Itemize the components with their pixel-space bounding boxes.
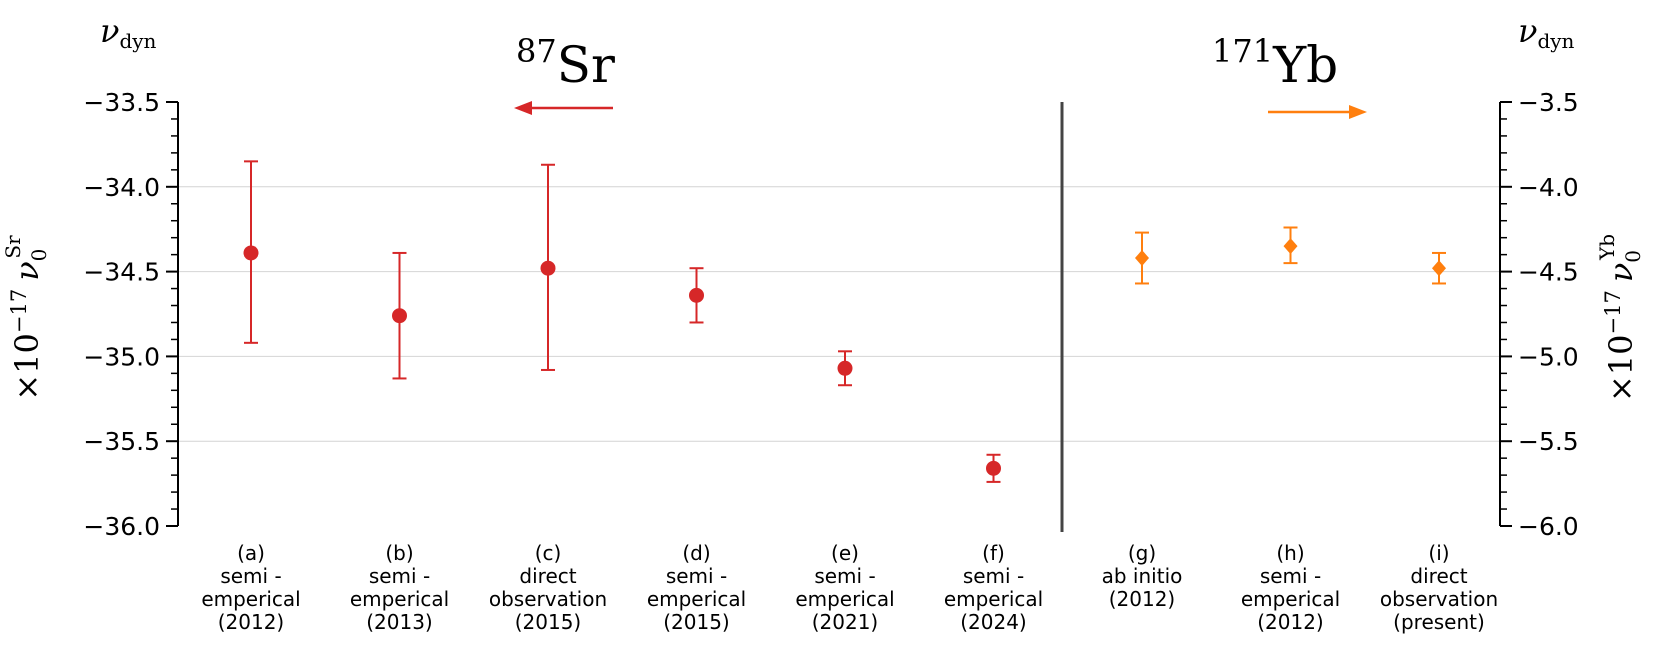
category-label-line: observation bbox=[1380, 587, 1498, 611]
category-label-line: (b) bbox=[385, 541, 413, 565]
data-point bbox=[1432, 251, 1446, 285]
data-points bbox=[243, 160, 1446, 483]
marker-diamond bbox=[1283, 238, 1298, 255]
category-label-line: (2013) bbox=[366, 610, 433, 634]
category-label-line: (2012) bbox=[1257, 610, 1324, 634]
category-label-line: observation bbox=[489, 587, 607, 611]
marker-circle bbox=[392, 308, 407, 324]
marker-diamond bbox=[1432, 260, 1446, 277]
category-label-line: (g) bbox=[1128, 541, 1156, 565]
category-label-line: (2012) bbox=[218, 610, 285, 634]
category-label-line: emperical bbox=[350, 587, 449, 611]
category-label: (g)ab initio(2012) bbox=[1102, 541, 1183, 611]
data-point bbox=[1135, 231, 1149, 285]
category-label-line: (2015) bbox=[515, 610, 582, 634]
category-label-line: emperical bbox=[1241, 587, 1340, 611]
category-label-line: (i) bbox=[1428, 541, 1449, 565]
category-label-line: (a) bbox=[237, 541, 265, 565]
category-label-line: (e) bbox=[831, 541, 859, 565]
category-label-line: emperical bbox=[944, 587, 1043, 611]
data-point bbox=[689, 267, 704, 324]
marker-circle bbox=[837, 360, 853, 376]
data-point bbox=[243, 160, 259, 344]
category-label-line: semi - bbox=[963, 564, 1024, 588]
category-label-line: ab initio bbox=[1102, 564, 1183, 588]
yb-right-arrow bbox=[1268, 105, 1367, 119]
category-label-line: semi - bbox=[666, 564, 727, 588]
tick-label: −4.5 bbox=[1518, 258, 1579, 287]
category-label-line: semi - bbox=[369, 564, 430, 588]
tick-label: −33.5 bbox=[83, 88, 160, 117]
marker-circle bbox=[689, 287, 704, 303]
category-label-line: (2024) bbox=[960, 610, 1027, 634]
category-label: (h)semi -emperical(2012) bbox=[1241, 541, 1340, 634]
category-label-line: semi - bbox=[220, 564, 281, 588]
category-label-line: direct bbox=[519, 564, 576, 588]
category-label-line: (2015) bbox=[663, 610, 730, 634]
category-labels: (a)semi -emperical(2012)(b)semi -emperic… bbox=[201, 541, 1498, 634]
yb-group-title: 171Yb bbox=[1212, 32, 1338, 94]
tick-label: −34.5 bbox=[83, 258, 160, 287]
marker-circle bbox=[986, 460, 1001, 476]
tick-label: −34.0 bbox=[83, 173, 160, 202]
category-label: (b)semi -emperical(2013) bbox=[350, 541, 449, 634]
category-label-line: (d) bbox=[682, 541, 710, 565]
left-top-label: νdyn bbox=[100, 12, 157, 53]
tick-label: −4.0 bbox=[1518, 173, 1579, 202]
data-point bbox=[392, 251, 407, 380]
category-label-line: (2021) bbox=[812, 610, 879, 634]
tick-label: −36.0 bbox=[83, 512, 160, 541]
right-top-label: νdyn bbox=[1518, 12, 1575, 53]
right-axis: −3.5 −4.0 −4.5 −5.0 −5.5 −6.0 bbox=[1499, 88, 1579, 541]
category-label-line: (present) bbox=[1393, 610, 1485, 634]
category-label-line: (f) bbox=[982, 541, 1005, 565]
tick-label: −35.0 bbox=[83, 342, 160, 371]
tick-label: −6.0 bbox=[1518, 512, 1579, 541]
category-label-line: direct bbox=[1410, 564, 1467, 588]
data-point bbox=[986, 453, 1001, 483]
category-label: (f)semi -emperical(2024) bbox=[944, 541, 1043, 634]
grid bbox=[178, 186, 1500, 442]
category-label-line: semi - bbox=[1260, 564, 1321, 588]
category-label-line: (h) bbox=[1276, 541, 1304, 565]
category-label: (a)semi -emperical(2012) bbox=[201, 541, 300, 634]
tick-label: −5.0 bbox=[1518, 342, 1579, 371]
category-label-line: emperical bbox=[647, 587, 746, 611]
category-label-line: emperical bbox=[795, 587, 894, 611]
tick-label: −35.5 bbox=[83, 427, 160, 456]
data-point bbox=[837, 350, 853, 387]
category-label-line: (c) bbox=[535, 541, 562, 565]
category-label: (e)semi -emperical(2021) bbox=[795, 541, 894, 634]
marker-circle bbox=[540, 260, 556, 276]
tick-label: −3.5 bbox=[1518, 88, 1579, 117]
sr-left-arrow bbox=[514, 101, 613, 115]
marker-circle bbox=[243, 245, 259, 261]
category-label-line: semi - bbox=[814, 564, 875, 588]
category-label-line: (2012) bbox=[1109, 587, 1176, 611]
data-point bbox=[1283, 226, 1298, 265]
category-label-line: emperical bbox=[201, 587, 300, 611]
sr-group-title: 87Sr bbox=[516, 32, 615, 94]
left-axis-label: ×10−17ν0Sr bbox=[1, 235, 51, 401]
marker-diamond bbox=[1135, 250, 1149, 267]
right-axis-label: ×10−17ν0Yb bbox=[1595, 234, 1645, 402]
tick-label: −5.5 bbox=[1518, 427, 1579, 456]
left-axis: −33.5 −34.0 −34.5 −35.0 −35.5 −36.0 bbox=[83, 88, 179, 541]
category-label: (d)semi -emperical(2015) bbox=[647, 541, 746, 634]
data-point bbox=[540, 163, 556, 371]
